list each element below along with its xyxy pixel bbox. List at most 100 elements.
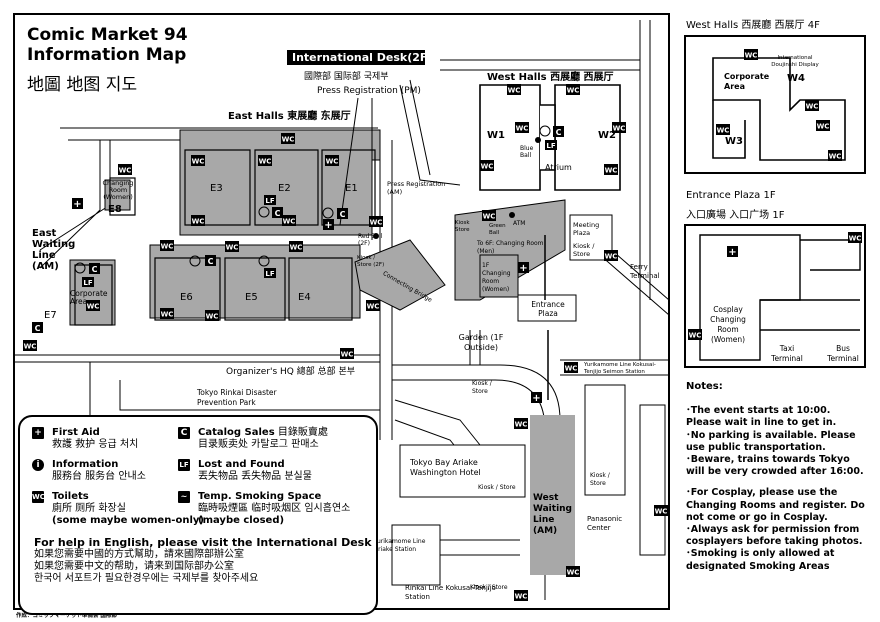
note-item: ･Smoking is only allowed at designated S… — [686, 548, 835, 572]
svg-text:C: C — [208, 257, 214, 266]
note-item: ･Beware, trains towards Tokyo will be ve… — [686, 454, 864, 478]
intl-desk-pointer — [339, 97, 359, 226]
note-item: ･For Cosplay, please use the Changing Ro… — [686, 487, 865, 523]
label-hotel: Tokyo Bay Ariake Washington Hotel — [410, 458, 481, 477]
label-e1: E1 — [345, 183, 358, 194]
legend-catalog-sub: 目錄販賣處 — [277, 427, 328, 438]
legend-catalog-title: Catalog Sales — [198, 427, 275, 438]
label-entrance-plaza: Entrance Plaza — [531, 300, 565, 318]
label-green-ball: Green Ball — [489, 223, 506, 236]
entrance-inset-outline — [699, 234, 861, 361]
west-inset-corporate: Corporate Area — [724, 72, 770, 91]
svg-text:+: + — [324, 220, 332, 231]
label-corporate: Corporate Area — [70, 289, 108, 306]
intl-desk-sub: 國際部 国际部 국제부 — [304, 72, 389, 82]
west-inset-w4: W4 — [787, 73, 805, 84]
label-disaster-park: Tokyo Rinkai Disaster Prevention Park — [197, 388, 277, 407]
label-kiosk-a: Kiosk / Store — [472, 380, 492, 395]
svg-text:LF: LF — [546, 142, 555, 150]
label-press-pm: Press Registration (PM) — [317, 86, 421, 96]
label-e7: E7 — [44, 310, 57, 321]
legend-smoking: Temp. Smoking Space 臨時吸煙區 临时吸烟区 임시흡연소 (m… — [198, 491, 350, 527]
label-w2: W2 — [598, 130, 616, 141]
label-east-halls: East Halls 東展廳 东展厅 — [228, 111, 351, 122]
label-yurikamome-seimon: Yurikamome Line Kokusai-Tenjijo Seimon S… — [584, 362, 656, 375]
label-kiosk-d: Kiosk / Store — [470, 584, 508, 591]
legend-information-sub: 服務台 服务台 안내소 — [52, 471, 146, 482]
svg-text:+: + — [728, 247, 736, 258]
legend-lost-found-sub: 丟失物品 丢失物品 분실물 — [198, 471, 312, 482]
legend-smoking-note: (maybe closed) — [198, 515, 285, 526]
svg-text:C: C — [275, 209, 281, 218]
information-icon: i — [32, 459, 44, 471]
credit-line: 作成：コミックマーケット準備会 国際部 — [16, 613, 117, 619]
legend-toilets-sub: 廁所 厕所 화장실 — [52, 503, 126, 514]
label-changing-e8: Changing Room (Women) — [102, 179, 134, 201]
intl-desk-banner — [287, 50, 425, 65]
svg-text:C: C — [35, 324, 41, 333]
legend-toilets-title: Toilets — [52, 491, 89, 502]
map-title-cjk: 地圖 地图 지도 — [27, 75, 138, 95]
west-inset-intl-display: International Doujinshi Display — [771, 55, 819, 68]
svg-text:LF: LF — [83, 279, 92, 287]
legend-box: + First Aid 救護 救护 응급 처치 i Information 服務… — [18, 415, 378, 615]
map-title: Comic Market 94 Information Map — [27, 25, 188, 65]
label-kiosk-west: Kiosk / Store — [573, 242, 595, 258]
label-organizers-hq: Organizer's HQ 總部 总部 본부 — [226, 367, 356, 377]
hall-outlines — [74, 149, 376, 326]
entrance-area — [354, 199, 566, 311]
legend-smoking-title: Temp. Smoking Space — [198, 491, 322, 502]
buildings — [391, 214, 666, 586]
label-press-am: Press Registration (AM) — [387, 180, 446, 196]
label-west-waiting: West Waiting Line (AM) — [533, 493, 573, 536]
west-halls — [479, 84, 621, 191]
legend-first-aid-title: First Aid — [52, 427, 100, 438]
entrance-inset-title2: 入口廣場 入口广场 1F — [686, 210, 785, 221]
label-kiosk-store-bridge: Kiosk Store — [455, 220, 470, 233]
note-item: ･No parking is available. Please use pub… — [686, 429, 856, 453]
lost-found-icon: LF — [178, 459, 190, 471]
west-waiting-area — [530, 415, 575, 575]
help-line-3: 한국어 서포트가 필요한경우에는 국제부를 찾아주세요 — [34, 573, 259, 584]
svg-text:+: + — [73, 199, 81, 210]
west-inset-frame — [684, 35, 866, 174]
svg-text:+: + — [519, 263, 527, 274]
label-ferry: Ferry Terminal — [630, 263, 660, 280]
label-e5: E5 — [245, 292, 258, 303]
notes-panel: Notes: ･The event starts at 10:00. Pleas… — [686, 381, 866, 573]
route-arrows — [544, 235, 549, 400]
label-kiosk-2f: Kiosk / Store (2F) — [357, 255, 385, 268]
first-aid-icon: + — [32, 427, 44, 439]
legend-toilets-note: (some maybe women-only) — [52, 515, 204, 526]
map-title-line1: Comic Market 94 — [27, 25, 188, 45]
legend-catalog-sub2: 目录贩卖处 카탈로그 판매소 — [198, 439, 319, 450]
label-atm: ATM — [513, 220, 526, 227]
legend-information-title: Information — [52, 459, 119, 470]
west-inset-w3: W3 — [725, 136, 743, 147]
label-meeting-plaza: Meeting Plaza — [573, 221, 600, 237]
label-e4: E4 — [298, 292, 311, 303]
entrance-inset-taxi: Taxi Terminal — [771, 344, 803, 363]
legend-catalog: Catalog Sales 目錄販賣處 目录贩卖处 카탈로그 판매소 — [198, 427, 328, 451]
legend-first-aid-sub: 救護 救护 응급 처치 — [52, 439, 139, 450]
svg-text:LF: LF — [265, 197, 274, 205]
label-e6: E6 — [180, 292, 193, 303]
svg-text:C: C — [340, 210, 346, 219]
label-e2: E2 — [278, 183, 291, 194]
label-yurikamome-ariake: Yurikamome Line Ariake Station — [374, 538, 426, 553]
label-blue-ball: Blue Ball — [520, 145, 534, 159]
note-item: ･The event starts at 10:00. Please wait … — [686, 405, 837, 429]
entrance-inset-bus: Bus Terminal — [827, 344, 859, 363]
label-to-6f: To 6F: Changing Room (Men) — [477, 240, 544, 255]
label-garden: Garden (1F Outside) — [458, 333, 504, 352]
label-kiosk-b: Kiosk / Store — [590, 472, 610, 487]
legend-information: Information 服務台 服务台 안내소 — [52, 459, 146, 483]
entrance-inset-frame — [684, 224, 866, 368]
svg-text:LF: LF — [265, 270, 274, 278]
smoking-icon: ~ — [178, 491, 190, 503]
entrance-inset-cosplay: Cosplay Changing Room (Women) — [710, 305, 746, 344]
toilet-icon: WC — [32, 491, 45, 503]
intl-desk-label: International Desk(2F) — [292, 51, 433, 64]
label-west-halls: West Halls 西展廳 西展厅 — [487, 72, 614, 83]
